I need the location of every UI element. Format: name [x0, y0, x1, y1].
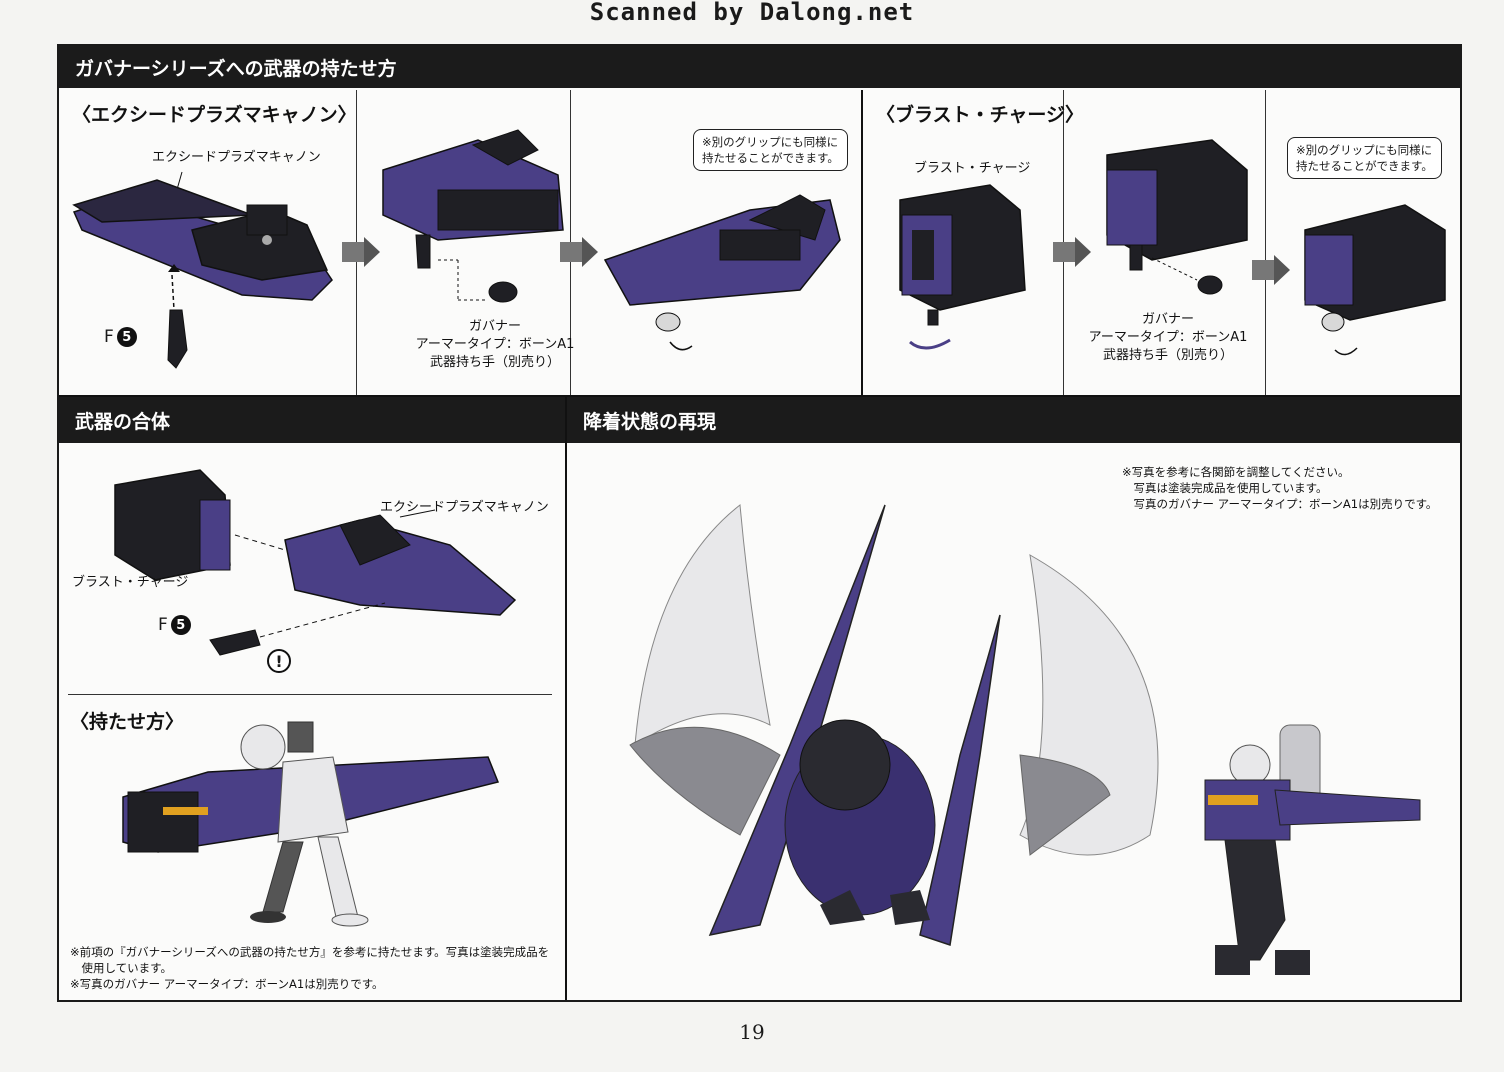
main-section-title: ガバナーシリーズへの武器の持たせ方	[75, 57, 397, 80]
combine-illustration	[114, 469, 517, 656]
blast-grip-illustration	[1106, 139, 1248, 295]
combine-cannon-label: エクシードプラズマキャノン	[380, 500, 549, 515]
combine-blast-label: ブラスト・チャージ	[72, 575, 189, 590]
cannon-held-illustration	[603, 194, 841, 351]
blast-held-illustration	[1304, 204, 1446, 356]
hand-label-line: アーマータイプ：ボーンA1	[1088, 330, 1248, 345]
cannon-grip-illustration	[382, 129, 564, 303]
combine-title: 武器の合体	[75, 410, 171, 433]
cannon-label: エクシードプラズマキャノン	[152, 150, 321, 165]
part-number-f5: F 5	[104, 327, 137, 347]
blast-illustration	[899, 184, 1026, 350]
hand-label: ガバナー アーマータイプ：ボーンA1 武器持ち手（別売り）	[1078, 311, 1258, 365]
hand-label-line: アーマータイプ：ボーンA1	[415, 337, 575, 352]
cannon-illustration	[72, 171, 333, 369]
step-arrow-icon	[1252, 255, 1290, 285]
divider	[1265, 90, 1266, 395]
landing-notes: ※写真を参考に各関節を調整してください。 写真は塗装完成品を使用しています。 写…	[1122, 465, 1438, 511]
blast-label: ブラスト・チャージ	[914, 161, 1031, 176]
divider	[68, 694, 552, 695]
page-number: 19	[739, 1020, 765, 1044]
divider	[861, 90, 863, 395]
landing-title-bar: 降着状態の再現	[567, 397, 1460, 443]
hand-label-line: 武器持ち手（別売り）	[429, 355, 560, 370]
landing-title: 降着状態の再現	[583, 410, 717, 433]
hand-label-line: ガバナー	[1141, 312, 1194, 327]
divider	[59, 395, 1460, 397]
caution-icon: !	[267, 649, 291, 673]
step-arrow-icon	[560, 237, 598, 267]
hand-label-line: 武器持ち手（別売り）	[1102, 348, 1233, 363]
holding-notes: ※前項の『ガバナーシリーズへの武器の持たせ方』を参考に持たせます。写真は塗装完成…	[70, 945, 550, 991]
watermark: Scanned by Dalong.net	[589, 0, 915, 26]
blast-heading: 〈ブラスト・チャージ〉	[876, 104, 1085, 126]
hand-label: ガバナー アーマータイプ：ボーンA1 武器持ち手（別売り）	[415, 318, 575, 372]
landing-photo-dragon	[629, 504, 1159, 946]
section-title-bar: ガバナーシリーズへの武器の持たせ方	[59, 46, 1460, 88]
note-bubble: ※別のグリップにも同様に 持たせることができます。	[1287, 137, 1442, 179]
step-arrow-icon	[342, 237, 380, 267]
part-number-f5: F 5	[158, 615, 191, 635]
holding-photo	[122, 721, 500, 927]
landing-photo-governor	[1204, 724, 1421, 975]
cannon-heading: 〈エクシードプラズマキャノン〉	[72, 104, 357, 126]
combine-title-bar: 武器の合体	[59, 397, 565, 443]
note-bubble: ※別のグリップにも同様に 持たせることができます。	[693, 129, 848, 171]
step-arrow-icon	[1053, 237, 1091, 267]
holding-heading: 〈持たせ方〉	[70, 711, 185, 733]
hand-label-line: ガバナー	[468, 319, 521, 334]
divider	[565, 397, 567, 1000]
